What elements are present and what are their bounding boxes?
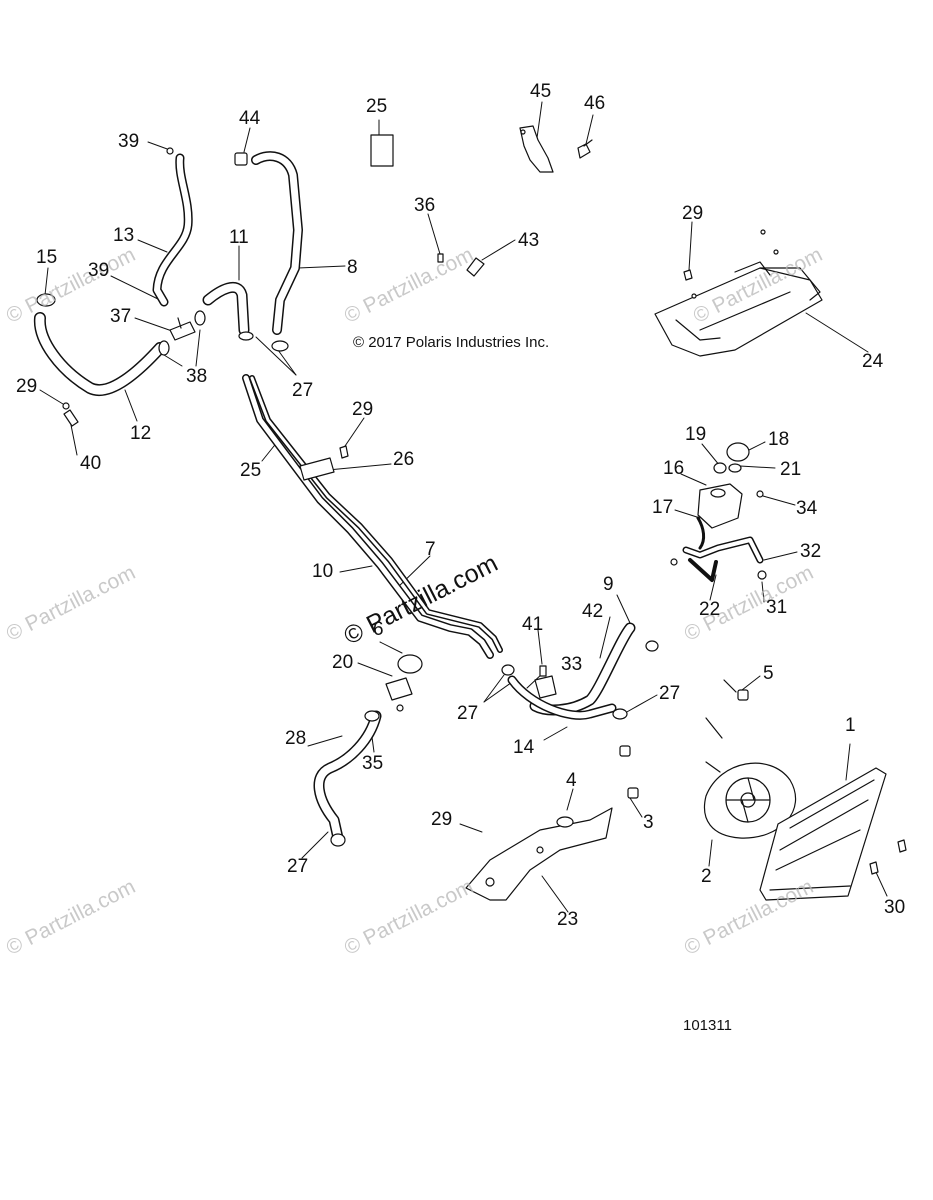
callout-2: 2 <box>701 866 712 887</box>
part-6-cap <box>397 654 423 674</box>
callout-31: 31 <box>766 597 788 618</box>
callout-6: 6 <box>373 619 384 640</box>
part-9-hose <box>529 622 636 716</box>
callout-29: 29 <box>16 376 38 397</box>
part-44-clamp <box>234 152 248 166</box>
callout-36: 36 <box>414 195 436 216</box>
part-17-hose <box>696 516 706 550</box>
callout-38: 38 <box>186 366 208 387</box>
part-36-screw <box>437 253 444 263</box>
callout-14: 14 <box>513 737 535 758</box>
callout-13: 13 <box>113 225 135 246</box>
part-2-fan <box>704 762 797 839</box>
callout-16: 16 <box>663 458 685 479</box>
callout-29: 29 <box>431 809 453 830</box>
callout-25: 25 <box>240 460 262 481</box>
callout-8: 8 <box>347 257 358 278</box>
callout-27: 27 <box>287 856 309 877</box>
callout-23: 23 <box>557 909 579 930</box>
callout-10: 10 <box>312 561 334 582</box>
part-45-hole <box>520 129 526 135</box>
callout-24: 24 <box>862 351 884 372</box>
part-24-bracket <box>654 229 823 357</box>
callout-45: 45 <box>530 81 552 102</box>
callout-5: 5 <box>763 663 774 684</box>
callout-34: 34 <box>796 498 818 519</box>
part-29-screw-right <box>683 269 693 281</box>
part-18-cap <box>726 442 750 462</box>
part-26-bracket <box>299 457 335 481</box>
part-27-clamp-b <box>645 640 659 652</box>
part-35-clamp <box>364 710 380 722</box>
callout-46: 46 <box>584 93 606 114</box>
part-34-screw <box>756 490 764 498</box>
callout-21: 21 <box>780 459 802 480</box>
part-31-clamp <box>757 570 767 580</box>
callout-32: 32 <box>800 541 822 562</box>
part-30-screw <box>869 861 879 875</box>
part-37-tee <box>169 321 196 341</box>
part-23-bracket <box>465 807 613 901</box>
callout-27: 27 <box>457 703 479 724</box>
callout-28: 28 <box>285 728 307 749</box>
part-27-clamp-c <box>330 833 346 847</box>
callout-29: 29 <box>682 203 704 224</box>
callout-44: 44 <box>239 108 261 129</box>
copyright-text: © 2017 Polaris Industries Inc. <box>353 334 550 351</box>
part-15-clamp <box>36 293 56 307</box>
callout-35: 35 <box>362 753 384 774</box>
callout-1: 1 <box>845 715 856 736</box>
callout-18: 18 <box>768 429 790 450</box>
callout-11: 11 <box>229 227 249 248</box>
part-1-radiator <box>759 767 887 901</box>
part-38-clamp <box>158 340 170 356</box>
callout-20: 20 <box>332 652 354 673</box>
callout-7: 7 <box>425 539 436 560</box>
callout-40: 40 <box>80 453 102 474</box>
callout-25: 25 <box>366 96 388 117</box>
callout-29: 29 <box>352 399 374 420</box>
part-46-fitting <box>577 143 591 159</box>
callout-15: 15 <box>36 247 58 268</box>
part-39-clamp <box>166 147 174 155</box>
part-41-screw <box>539 665 547 677</box>
callout-12: 12 <box>130 423 152 444</box>
part-25-tag <box>370 134 394 167</box>
part-45-bracket <box>519 125 554 173</box>
part-27-clamp-a <box>238 331 254 341</box>
callout-19: 19 <box>685 424 707 445</box>
callout-17: 17 <box>652 497 674 518</box>
part-3-grommet <box>627 787 639 799</box>
part-40-fitting <box>63 409 79 427</box>
callout-42: 42 <box>582 601 604 622</box>
callout-27: 27 <box>292 380 314 401</box>
callout-27: 27 <box>659 683 681 704</box>
callout-41: 41 <box>522 614 544 635</box>
part-19-seal <box>713 462 727 474</box>
part-21-seal <box>728 463 742 473</box>
part-29-screw-mid <box>339 445 349 459</box>
callout-26: 26 <box>393 449 415 470</box>
callout-4: 4 <box>566 770 577 791</box>
callout-37: 37 <box>110 306 132 327</box>
callout-39: 39 <box>118 131 140 152</box>
callout-3: 3 <box>643 812 654 833</box>
part-22-hose <box>682 536 764 564</box>
part-20-neck <box>385 677 413 701</box>
callout-33: 33 <box>561 654 583 675</box>
part-43-fitting <box>466 257 485 277</box>
part-16-reservoir <box>697 483 743 529</box>
callout-30: 30 <box>884 897 906 918</box>
callout-22: 22 <box>699 599 721 620</box>
callout-9: 9 <box>603 574 614 595</box>
figure-number: 101311 <box>683 1017 732 1034</box>
part-33-bracket <box>534 675 557 699</box>
part-29-screw-left <box>62 402 70 410</box>
callout-43: 43 <box>518 230 540 251</box>
callout-39: 39 <box>88 260 110 281</box>
